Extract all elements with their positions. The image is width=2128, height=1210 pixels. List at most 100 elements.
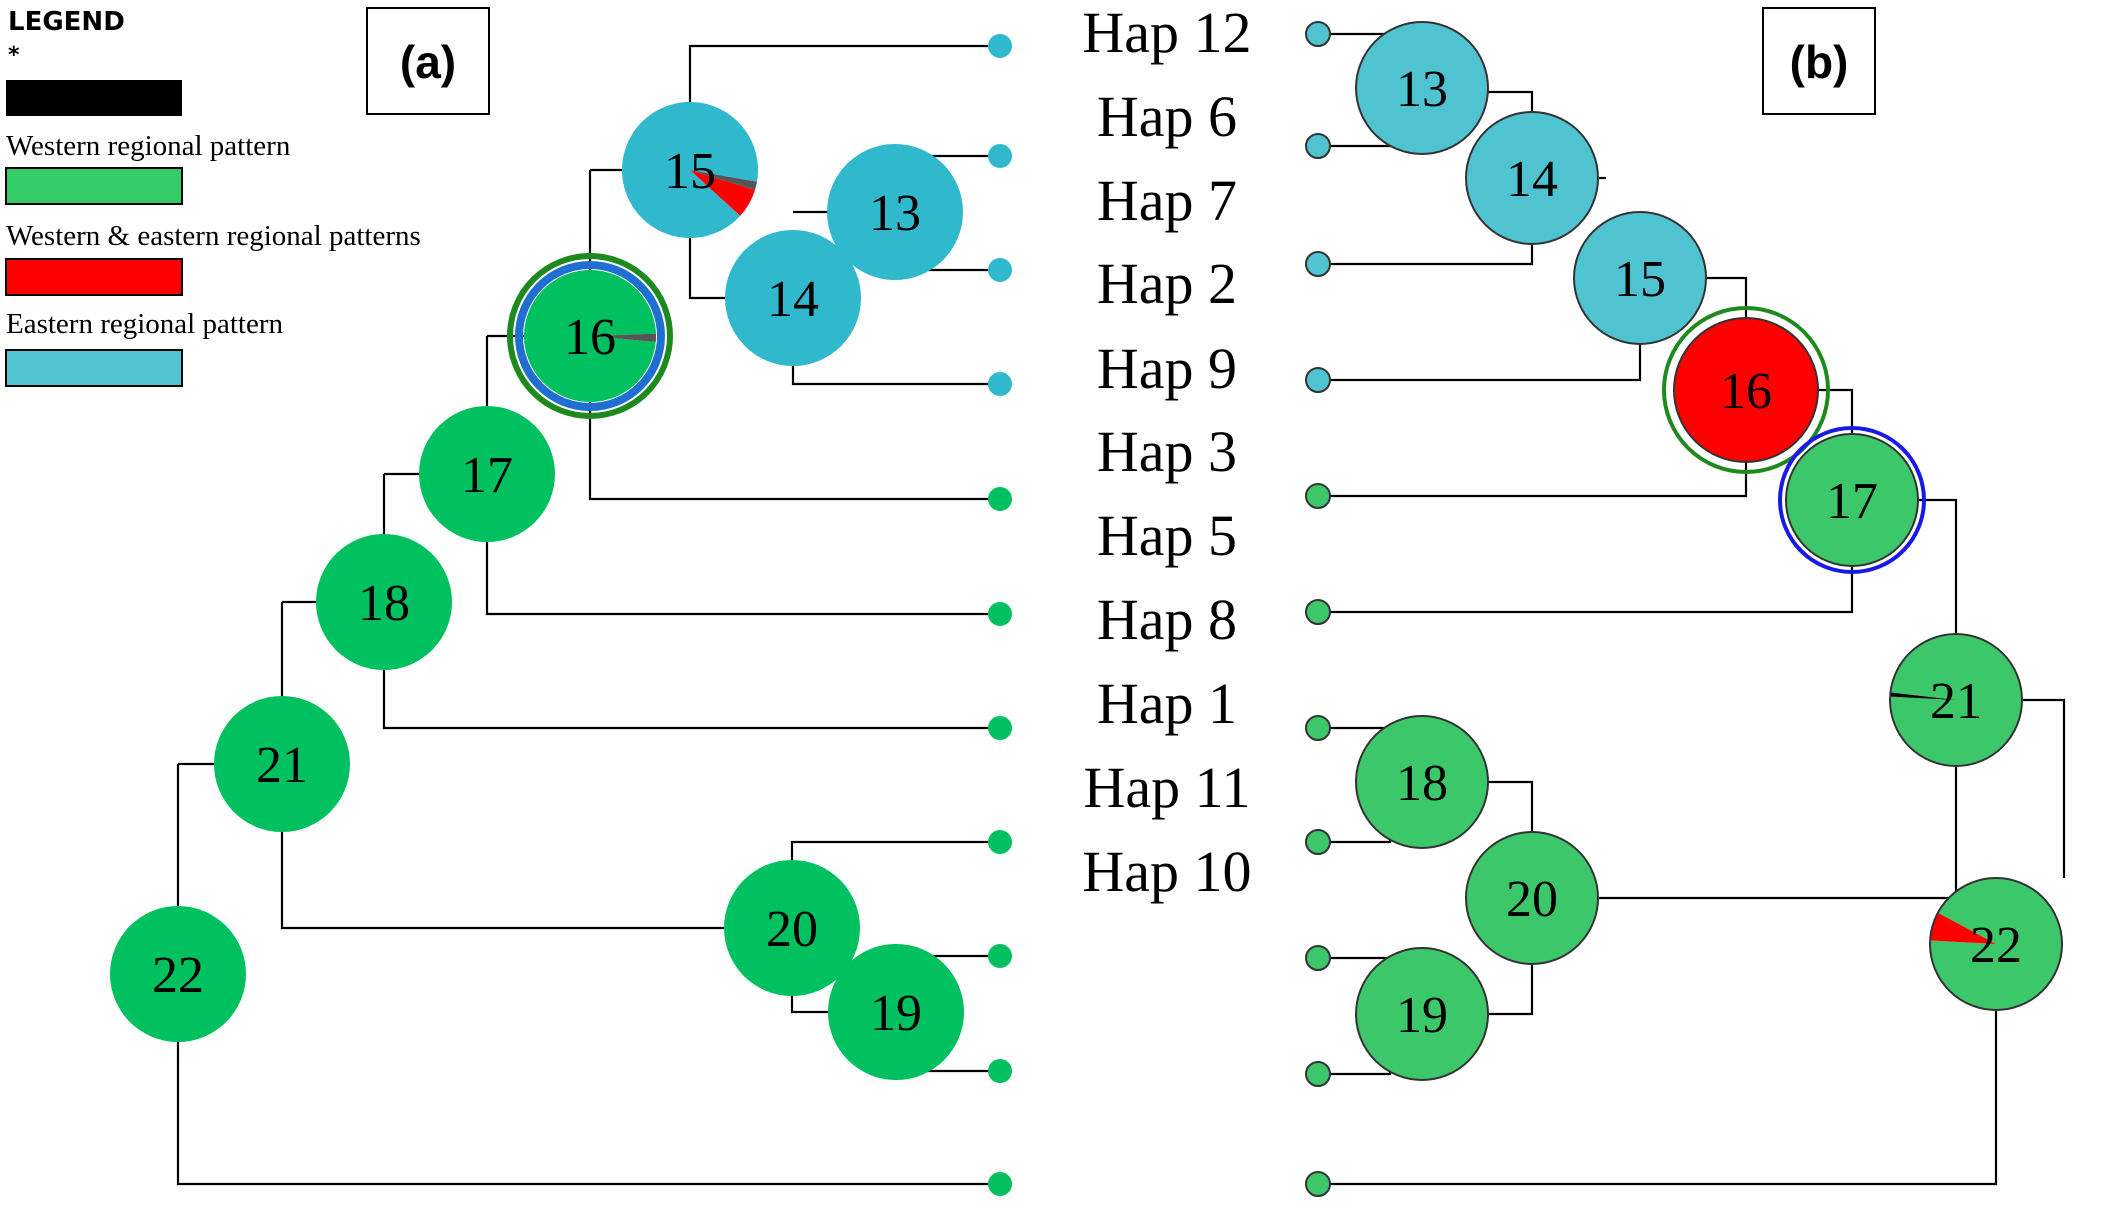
tree-b-edge xyxy=(1488,780,1534,832)
legend-label-0: * xyxy=(8,43,20,68)
tree-a-node-17: 17 xyxy=(419,406,555,542)
tree-b-leaf-hap-11 xyxy=(1305,1061,1331,1087)
legend-swatch-2 xyxy=(5,258,183,296)
tree-a-edge xyxy=(688,44,1000,102)
tree-b-node-20: 20 xyxy=(1465,831,1599,965)
tree-a-node-14-slice-0 xyxy=(725,230,861,366)
tree-b-node-18-label: 18 xyxy=(1396,755,1448,812)
tree-a-node-16: 16 xyxy=(507,253,673,419)
tree-b-node-13-slice-0 xyxy=(1355,21,1489,155)
tree-b-node-19-slice-0 xyxy=(1355,947,1489,1081)
tree-b-node-20-label: 20 xyxy=(1506,871,1558,928)
tree-b-leaf-hap-2 xyxy=(1305,367,1331,393)
tree-a-node-16-label: 16 xyxy=(564,309,616,366)
legend-label-3: Eastern regional pattern xyxy=(6,308,283,340)
tree-b-node-20-slice-0 xyxy=(1465,831,1599,965)
tree-a-node-19: 19 xyxy=(828,944,964,1080)
hap-label-hap-7: Hap 7 xyxy=(1097,168,1237,233)
tree-a-node-19-label: 19 xyxy=(870,985,922,1042)
tree-a-leaf-hap-7 xyxy=(988,258,1012,282)
tree-b-node-16-slice-0 xyxy=(1673,317,1819,463)
tree-b-edge xyxy=(1318,344,1642,382)
tree-a-edge xyxy=(688,238,725,300)
panel-label-b-box xyxy=(1762,7,1876,115)
hap-label-hap-6: Hap 6 xyxy=(1097,84,1237,149)
tree-a-node-18-slice-0 xyxy=(316,534,452,670)
tree-b-edge xyxy=(1706,276,1748,318)
tree-b-leaf-hap-3 xyxy=(1305,599,1331,625)
tree-b-node-17-ring-0 xyxy=(1778,426,1926,574)
tree-a-node-15-slice-0 xyxy=(621,102,758,239)
tree-b-leaf-hap-6 xyxy=(1305,133,1331,159)
panel-label-b: (b) xyxy=(1762,7,1876,115)
panel-label-b-text: (b) xyxy=(1790,36,1849,88)
tree-a-node-20-slice-0 xyxy=(724,860,860,996)
hap-label-hap-9: Hap 9 xyxy=(1097,336,1237,401)
tree-a-node-13: 13 xyxy=(827,144,963,280)
tree-b-node-18-slice-0 xyxy=(1355,715,1489,849)
tree-b-leaf-hap-5 xyxy=(1305,715,1331,741)
tree-a-leaf-hap-9 xyxy=(988,487,1012,511)
tree-a-node-20-label: 20 xyxy=(766,901,818,958)
tree-a-node-17-label: 17 xyxy=(461,447,513,504)
tree-a-node-13-slice-0 xyxy=(827,144,963,280)
tree-b-node-17-label: 17 xyxy=(1826,473,1878,530)
tree-b-node-15-label: 15 xyxy=(1614,251,1666,308)
hap-label-hap-3: Hap 3 xyxy=(1097,419,1237,484)
legend-label-2: Western & eastern regional patterns xyxy=(6,220,421,252)
tree-b-node-15: 15 xyxy=(1573,211,1707,345)
tree-a-node-15: 15 xyxy=(621,102,758,239)
tree-b-node-14: 14 xyxy=(1465,111,1599,245)
tree-a-node-14-label: 14 xyxy=(767,271,819,328)
tree-b-node-21-slice-0 xyxy=(1890,633,2023,766)
tree-a-leaf-hap-1 xyxy=(988,944,1012,968)
tree-b-leaf-hap-1 xyxy=(1305,945,1331,971)
legend: LEGEND * Western regional pattern Wester… xyxy=(5,7,421,387)
tree-a-node-13-label: 13 xyxy=(869,185,921,242)
tree-b-node-16: 16 xyxy=(1662,306,1830,474)
tree-b-node-19-label: 19 xyxy=(1396,987,1448,1044)
tree-b-leaf-hap-8 xyxy=(1305,829,1331,855)
tree-a-node-17-slice-0 xyxy=(419,406,555,542)
tree-a-node-16-ring-1 xyxy=(515,261,665,411)
tree-b-node-21: 21 xyxy=(1889,633,2023,767)
panel-label-a: (a) xyxy=(366,7,490,115)
tree-a-leaf-hap-12 xyxy=(988,34,1012,58)
tree-b-node-14-slice-0 xyxy=(1465,111,1599,245)
legend-title: LEGEND xyxy=(8,7,125,37)
tree-b-node-22-slice-0 xyxy=(1930,878,2063,1011)
tree-a-node-21-label: 21 xyxy=(256,737,308,794)
tree-b-edge xyxy=(1488,964,1534,1016)
legend-swatch-3 xyxy=(5,349,183,387)
tree-a-node-22: 22 xyxy=(110,906,246,1042)
panel-label-a-box xyxy=(366,7,490,115)
legend-swatch-0 xyxy=(6,80,182,116)
tree-b-node-21-slice-1 xyxy=(1890,692,1956,700)
tree-a-node-22-slice-0 xyxy=(110,906,246,1042)
tree-a-leaf-hap-3 xyxy=(988,602,1012,626)
tree-a-node-15-slice-2 xyxy=(690,170,757,191)
tree-b-edge xyxy=(1318,462,1748,498)
tree-b-leaf-hap-10 xyxy=(1305,1171,1331,1197)
tree-a-edge xyxy=(280,832,724,930)
hap-label-hap-5: Hap 5 xyxy=(1097,503,1237,568)
panel-label-a-text: (a) xyxy=(400,36,456,88)
tree-b-leaves xyxy=(1305,21,1331,1197)
tree-a-node-15-slice-1 xyxy=(690,170,755,216)
tree-b-node-16-label: 16 xyxy=(1720,363,1772,420)
tree-a-edge xyxy=(790,996,828,1014)
tree-a-leaf-hap-8 xyxy=(988,830,1012,854)
tree-b-edge xyxy=(1598,766,1958,900)
tree-b-node-13: 13 xyxy=(1355,21,1489,155)
legend-label-1: Western regional pattern xyxy=(6,130,291,162)
tree-a-edge xyxy=(588,402,1000,501)
tree-a-node-18-label: 18 xyxy=(358,575,410,632)
tree-a-node-21-slice-0 xyxy=(214,696,350,832)
tree-b-node-22-outline xyxy=(1929,877,2063,1011)
tree-a-node-16-slice-1 xyxy=(590,333,656,342)
tree-b-node-17: 17 xyxy=(1778,426,1926,574)
hap-label-hap-12: Hap 12 xyxy=(1082,0,1251,65)
tree-a-edge xyxy=(382,670,1000,730)
tree-a-node-16-ring-0 xyxy=(507,253,673,419)
